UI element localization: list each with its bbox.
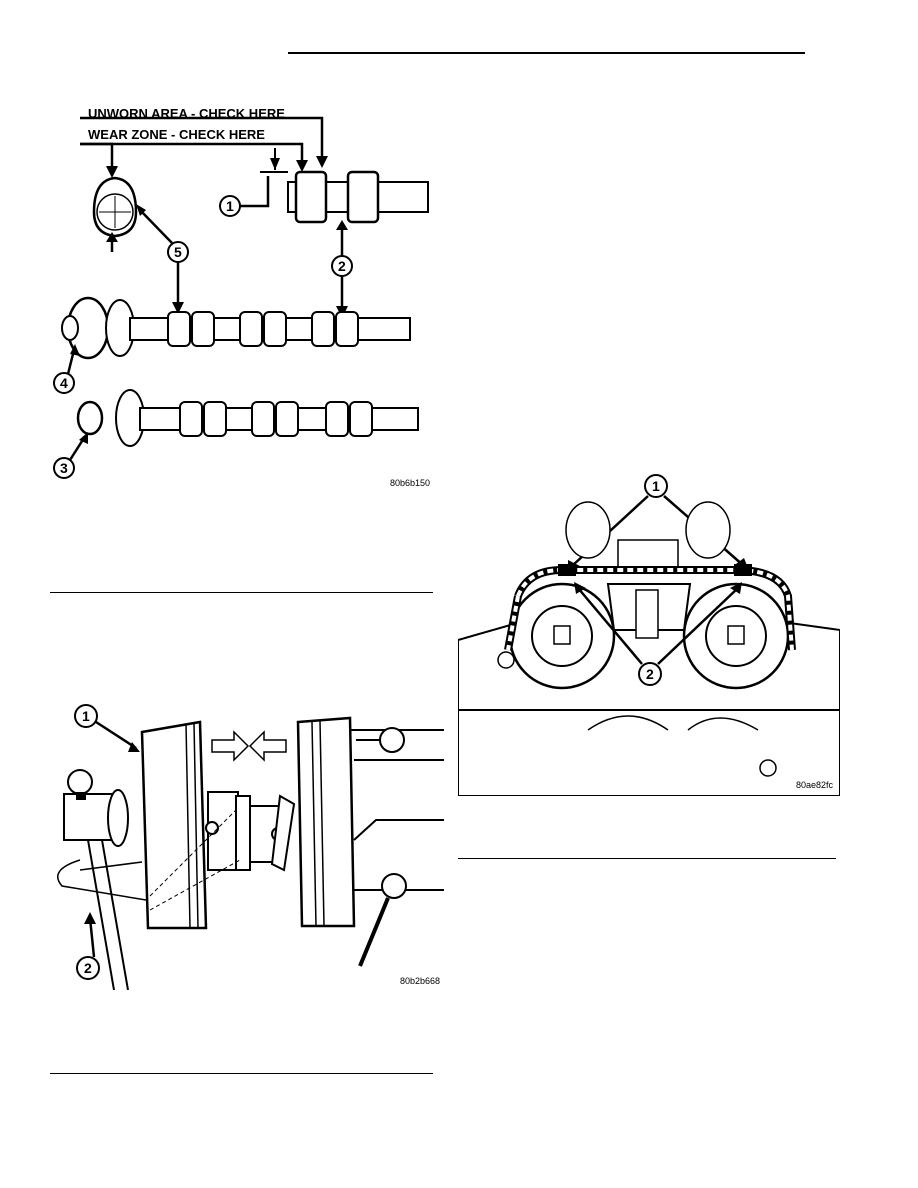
section-rule bbox=[50, 1073, 433, 1074]
callout-3: 3 bbox=[60, 460, 68, 476]
callout-1: 1 bbox=[226, 198, 234, 214]
callout-1: 1 bbox=[82, 708, 90, 724]
wear-zone-label: WEAR ZONE - CHECK HERE bbox=[88, 127, 265, 142]
callout-2: 2 bbox=[646, 666, 654, 682]
callout-1: 1 bbox=[652, 478, 660, 494]
timing-chain-illustration bbox=[458, 474, 840, 796]
callout-4: 4 bbox=[60, 375, 68, 391]
alignment-tool-illustration bbox=[57, 704, 444, 990]
section-rule bbox=[458, 858, 836, 859]
camshaft-illustration bbox=[53, 116, 429, 479]
camshaft-inspection-figure: UNWORN AREA - CHECK HERE WEAR ZONE - CHE… bbox=[50, 100, 450, 500]
figure-id: 80b6b150 bbox=[390, 478, 431, 488]
header-rule bbox=[288, 52, 805, 54]
callout-2: 2 bbox=[84, 960, 92, 976]
sprocket-alignment-figure: 1 2 80b2b668 bbox=[50, 700, 444, 990]
callout-5: 5 bbox=[174, 244, 182, 260]
unworn-area-label: UNWORN AREA - CHECK HERE bbox=[88, 106, 285, 121]
timing-chain-figure: 1 2 80ae82fc bbox=[458, 470, 840, 796]
figure-id: 80b2b668 bbox=[400, 976, 441, 986]
section-rule bbox=[50, 592, 433, 593]
callout-2: 2 bbox=[338, 258, 346, 274]
figure-id: 80ae82fc bbox=[796, 780, 834, 790]
